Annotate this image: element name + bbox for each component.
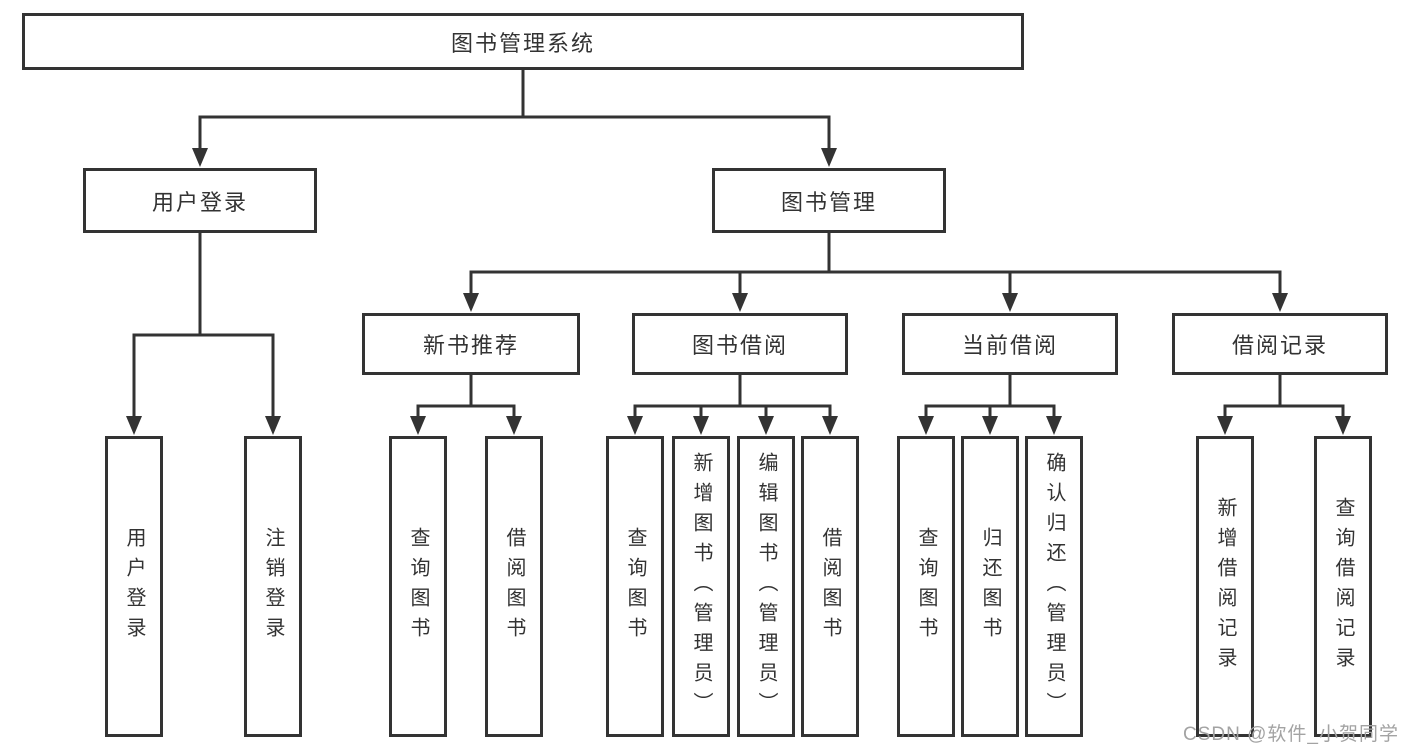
leaf-query-borrow-record: 查询借阅记录 — [1314, 436, 1372, 737]
leaf-return-books: 归还图书 — [961, 436, 1019, 737]
node-new-book-recommend: 新书推荐 — [362, 313, 580, 375]
leaf-add-borrow-record: 新增借阅记录 — [1196, 436, 1254, 737]
leaf-user-login: 用户登录 — [105, 436, 163, 737]
leaf-query-books-recommend: 查询图书 — [389, 436, 447, 737]
node-book-borrow: 图书借阅 — [632, 313, 848, 375]
leaf-query-books-current: 查询图书 — [897, 436, 955, 737]
leaf-add-books-admin: 新增图书（管理员） — [672, 436, 730, 737]
csdn-watermark: CSDN @软件_小贺同学 — [1183, 724, 1399, 745]
leaf-logout-login: 注销登录 — [244, 436, 302, 737]
node-borrow-records: 借阅记录 — [1172, 313, 1388, 375]
node-user-login: 用户登录 — [83, 168, 317, 233]
leaf-edit-books-admin: 编辑图书（管理员） — [737, 436, 795, 737]
node-book-management: 图书管理 — [712, 168, 946, 233]
leaf-borrow-books-recommend: 借阅图书 — [485, 436, 543, 737]
leaf-query-books-borrow: 查询图书 — [606, 436, 664, 737]
leaf-confirm-return-admin: 确认归还（管理员） — [1025, 436, 1083, 737]
node-library-management-system: 图书管理系统 — [22, 13, 1024, 70]
node-current-borrow: 当前借阅 — [902, 313, 1118, 375]
leaf-borrow-books: 借阅图书 — [801, 436, 859, 737]
